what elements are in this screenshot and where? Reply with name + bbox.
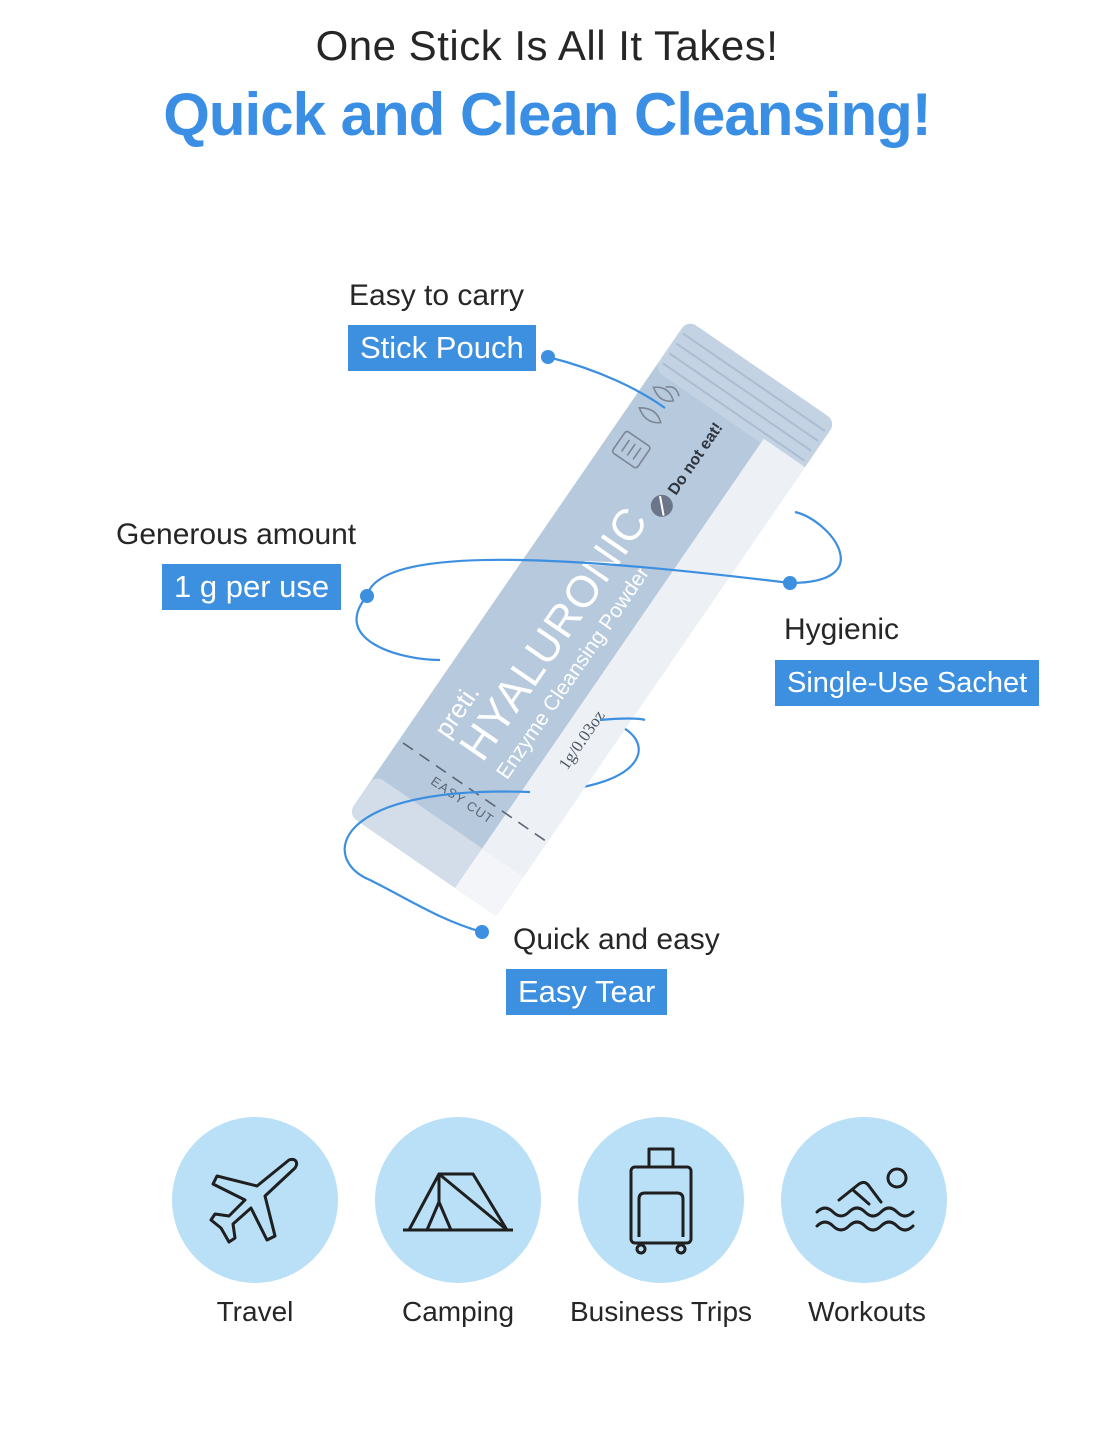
- use-label-travel: Travel: [216, 1296, 294, 1327]
- feature-tag-per-use: 1 g per use: [162, 564, 342, 610]
- feature-caption-quick: Quick and easy: [513, 923, 720, 956]
- pouch-body: [353, 325, 831, 911]
- stick-pouch: EASY CUT preti. HYALURONIC Enzyme Cleans…: [351, 323, 833, 917]
- feature-tag-easy-tear: Easy Tear: [506, 969, 668, 1015]
- feature-caption-carry: Easy to carry: [349, 279, 525, 312]
- headline-title: Quick and Clean Cleansing!: [163, 81, 932, 148]
- use-circle-workouts: [781, 1117, 947, 1283]
- pouch-seal-top: [657, 323, 833, 468]
- airplane-icon: [209, 1158, 299, 1244]
- connector-dot-amount: [360, 589, 374, 603]
- tent-icon: [403, 1172, 513, 1232]
- splash-icon: [652, 386, 680, 403]
- headline-tagline: One Stick Is All It Takes!: [315, 22, 779, 69]
- connector-dot-stick-pouch: [541, 350, 555, 364]
- feature-caption-amount: Generous amount: [116, 518, 357, 551]
- pouch-icons: [611, 386, 680, 469]
- use-circle-camping: [375, 1117, 541, 1283]
- use-label-business-trips: Business Trips: [569, 1296, 753, 1327]
- connector-lines-front: [343, 355, 791, 934]
- feature-tag-stick-pouch: Stick Pouch: [348, 325, 536, 371]
- feature-caption-hygienic: Hygienic: [784, 613, 900, 646]
- suitcase-icon: [629, 1147, 693, 1255]
- pouch-white-strip: [455, 438, 805, 917]
- use-circle-business: [578, 1117, 744, 1283]
- product-diagram: EASY CUT preti. HYALURONIC Enzyme Cleans…: [343, 323, 842, 939]
- use-circle-travel: [172, 1117, 338, 1283]
- recycle-mark-icon: [611, 430, 651, 469]
- use-label-camping: Camping: [401, 1296, 515, 1327]
- use-label-workouts: Workouts: [808, 1296, 926, 1327]
- drop-icon: [638, 407, 662, 424]
- feature-tag-single-use: Single-Use Sachet: [775, 660, 1040, 706]
- connector-dot-hygienic: [783, 576, 797, 590]
- connector-dot-easy-tear: [475, 925, 489, 939]
- swimmer-icon: [815, 1167, 915, 1232]
